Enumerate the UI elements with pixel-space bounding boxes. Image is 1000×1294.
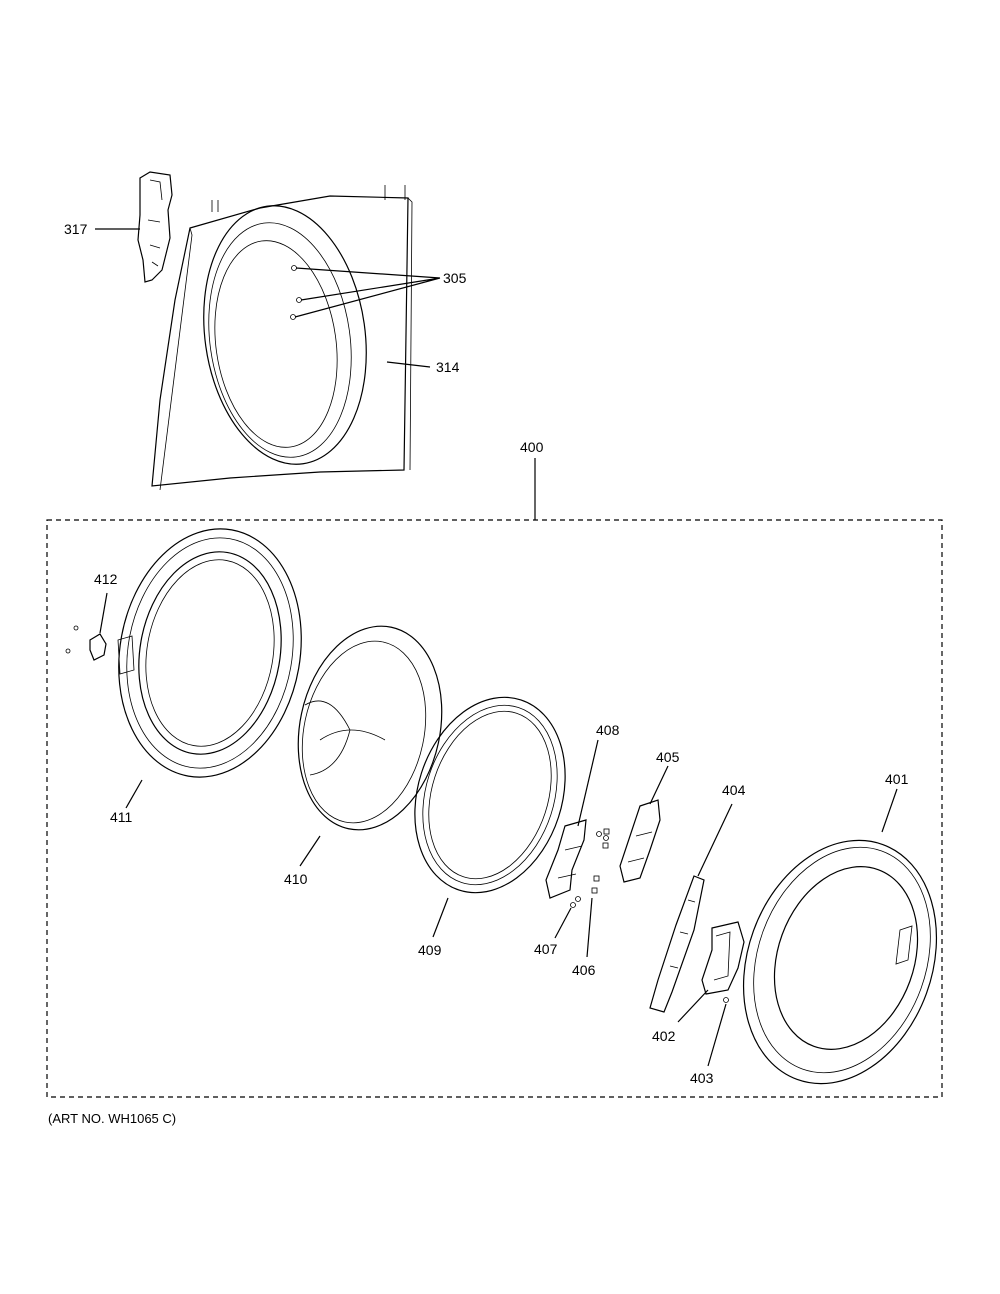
leader-404 [697,803,733,877]
part-405-latch [619,799,661,883]
callout-400: 400 [520,439,544,455]
leader-412 [99,592,108,634]
part-407-screws [570,831,609,908]
callout-404: 404 [722,782,746,798]
leader-314 [386,361,431,368]
callout-412: 412 [94,571,118,587]
part-408-hinge [545,819,587,899]
part-403-screw [723,997,729,1003]
part-409-ring [414,696,566,894]
leader-410 [299,835,321,867]
leader-401 [881,788,898,833]
leader-405 [649,765,669,805]
callout-401: 401 [885,771,909,787]
part-317-bracket [137,171,173,283]
part-314-front-panel [151,185,413,491]
part-411-door-frame [117,528,302,778]
leader-408 [577,739,599,827]
callout-406: 406 [572,962,596,978]
part-406-bushings [591,828,610,894]
leader-409 [432,897,449,938]
callout-411: 411 [110,809,133,825]
callout-409: 409 [418,942,442,958]
part-412-switch [65,625,107,661]
leader-402 [677,989,709,1023]
callout-402: 402 [652,1028,676,1044]
leader-403 [707,1003,727,1067]
callout-314: 314 [436,359,460,375]
part-404-handle-bracket [649,875,705,1013]
callout-408: 408 [596,722,620,738]
leader-407 [554,907,572,939]
callout-407: 407 [534,941,558,957]
callout-317: 317 [64,221,88,237]
leader-411 [125,779,143,809]
art-number: (ART NO. WH1065 C) [48,1111,177,1126]
callout-405: 405 [656,749,680,765]
leader-406 [586,897,593,958]
callout-403: 403 [690,1070,714,1086]
callout-305: 305 [443,270,467,286]
part-402-handle [701,921,745,995]
part-305-screws [290,265,302,320]
callout-410: 410 [284,871,308,887]
leader-305 [294,267,441,318]
part-401-outer-door [742,839,938,1085]
assembly-400-boundary [46,519,943,1098]
part-410-door-glass [297,625,443,831]
